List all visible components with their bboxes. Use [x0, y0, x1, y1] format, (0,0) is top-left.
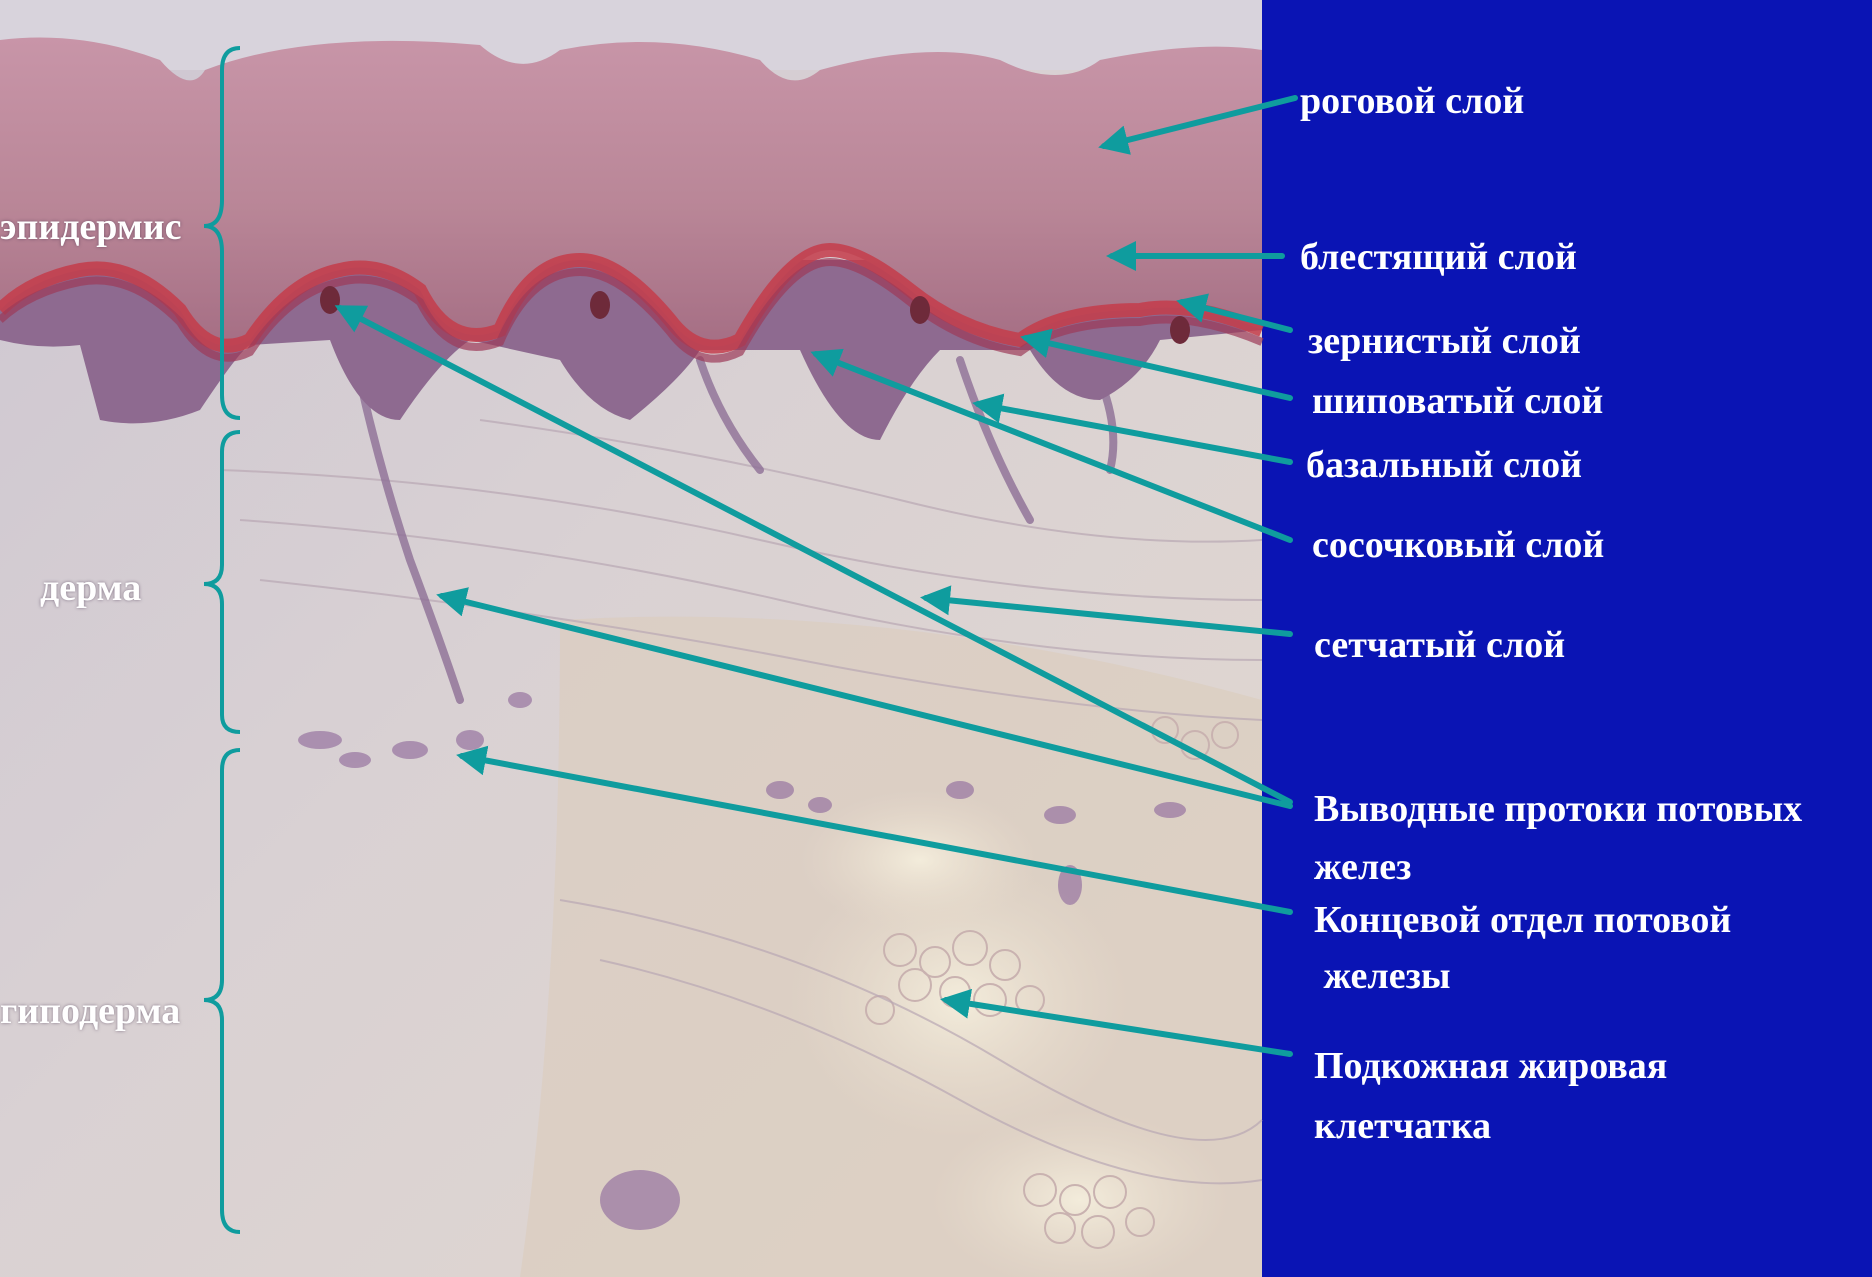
label-reticular-layer: сетчатый слой: [1314, 622, 1565, 668]
label-stratum-spinosum: шиповатый слой: [1312, 378, 1603, 424]
label-epidermis: эпидермис: [0, 204, 182, 250]
label-stratum-basale: базальный слой: [1306, 442, 1582, 488]
label-dermis: дерма: [40, 565, 141, 611]
label-sweat-gland-terminal: Концевой отдел потовой железы: [1314, 892, 1731, 1004]
label-stratum-corneum: роговой слой: [1300, 78, 1524, 124]
label-stratum-granulosum: зернистый слой: [1308, 318, 1581, 364]
label-papillary-layer: сосочковый слой: [1312, 522, 1604, 568]
label-subcutaneous-fat: Подкожная жировая клетчатка: [1314, 1036, 1667, 1156]
label-sweat-ducts: Выводные протоки потовых желез: [1314, 780, 1802, 896]
label-hypodermis: гиподерма: [0, 988, 180, 1034]
label-stratum-lucidum: блестящий слой: [1300, 234, 1577, 280]
